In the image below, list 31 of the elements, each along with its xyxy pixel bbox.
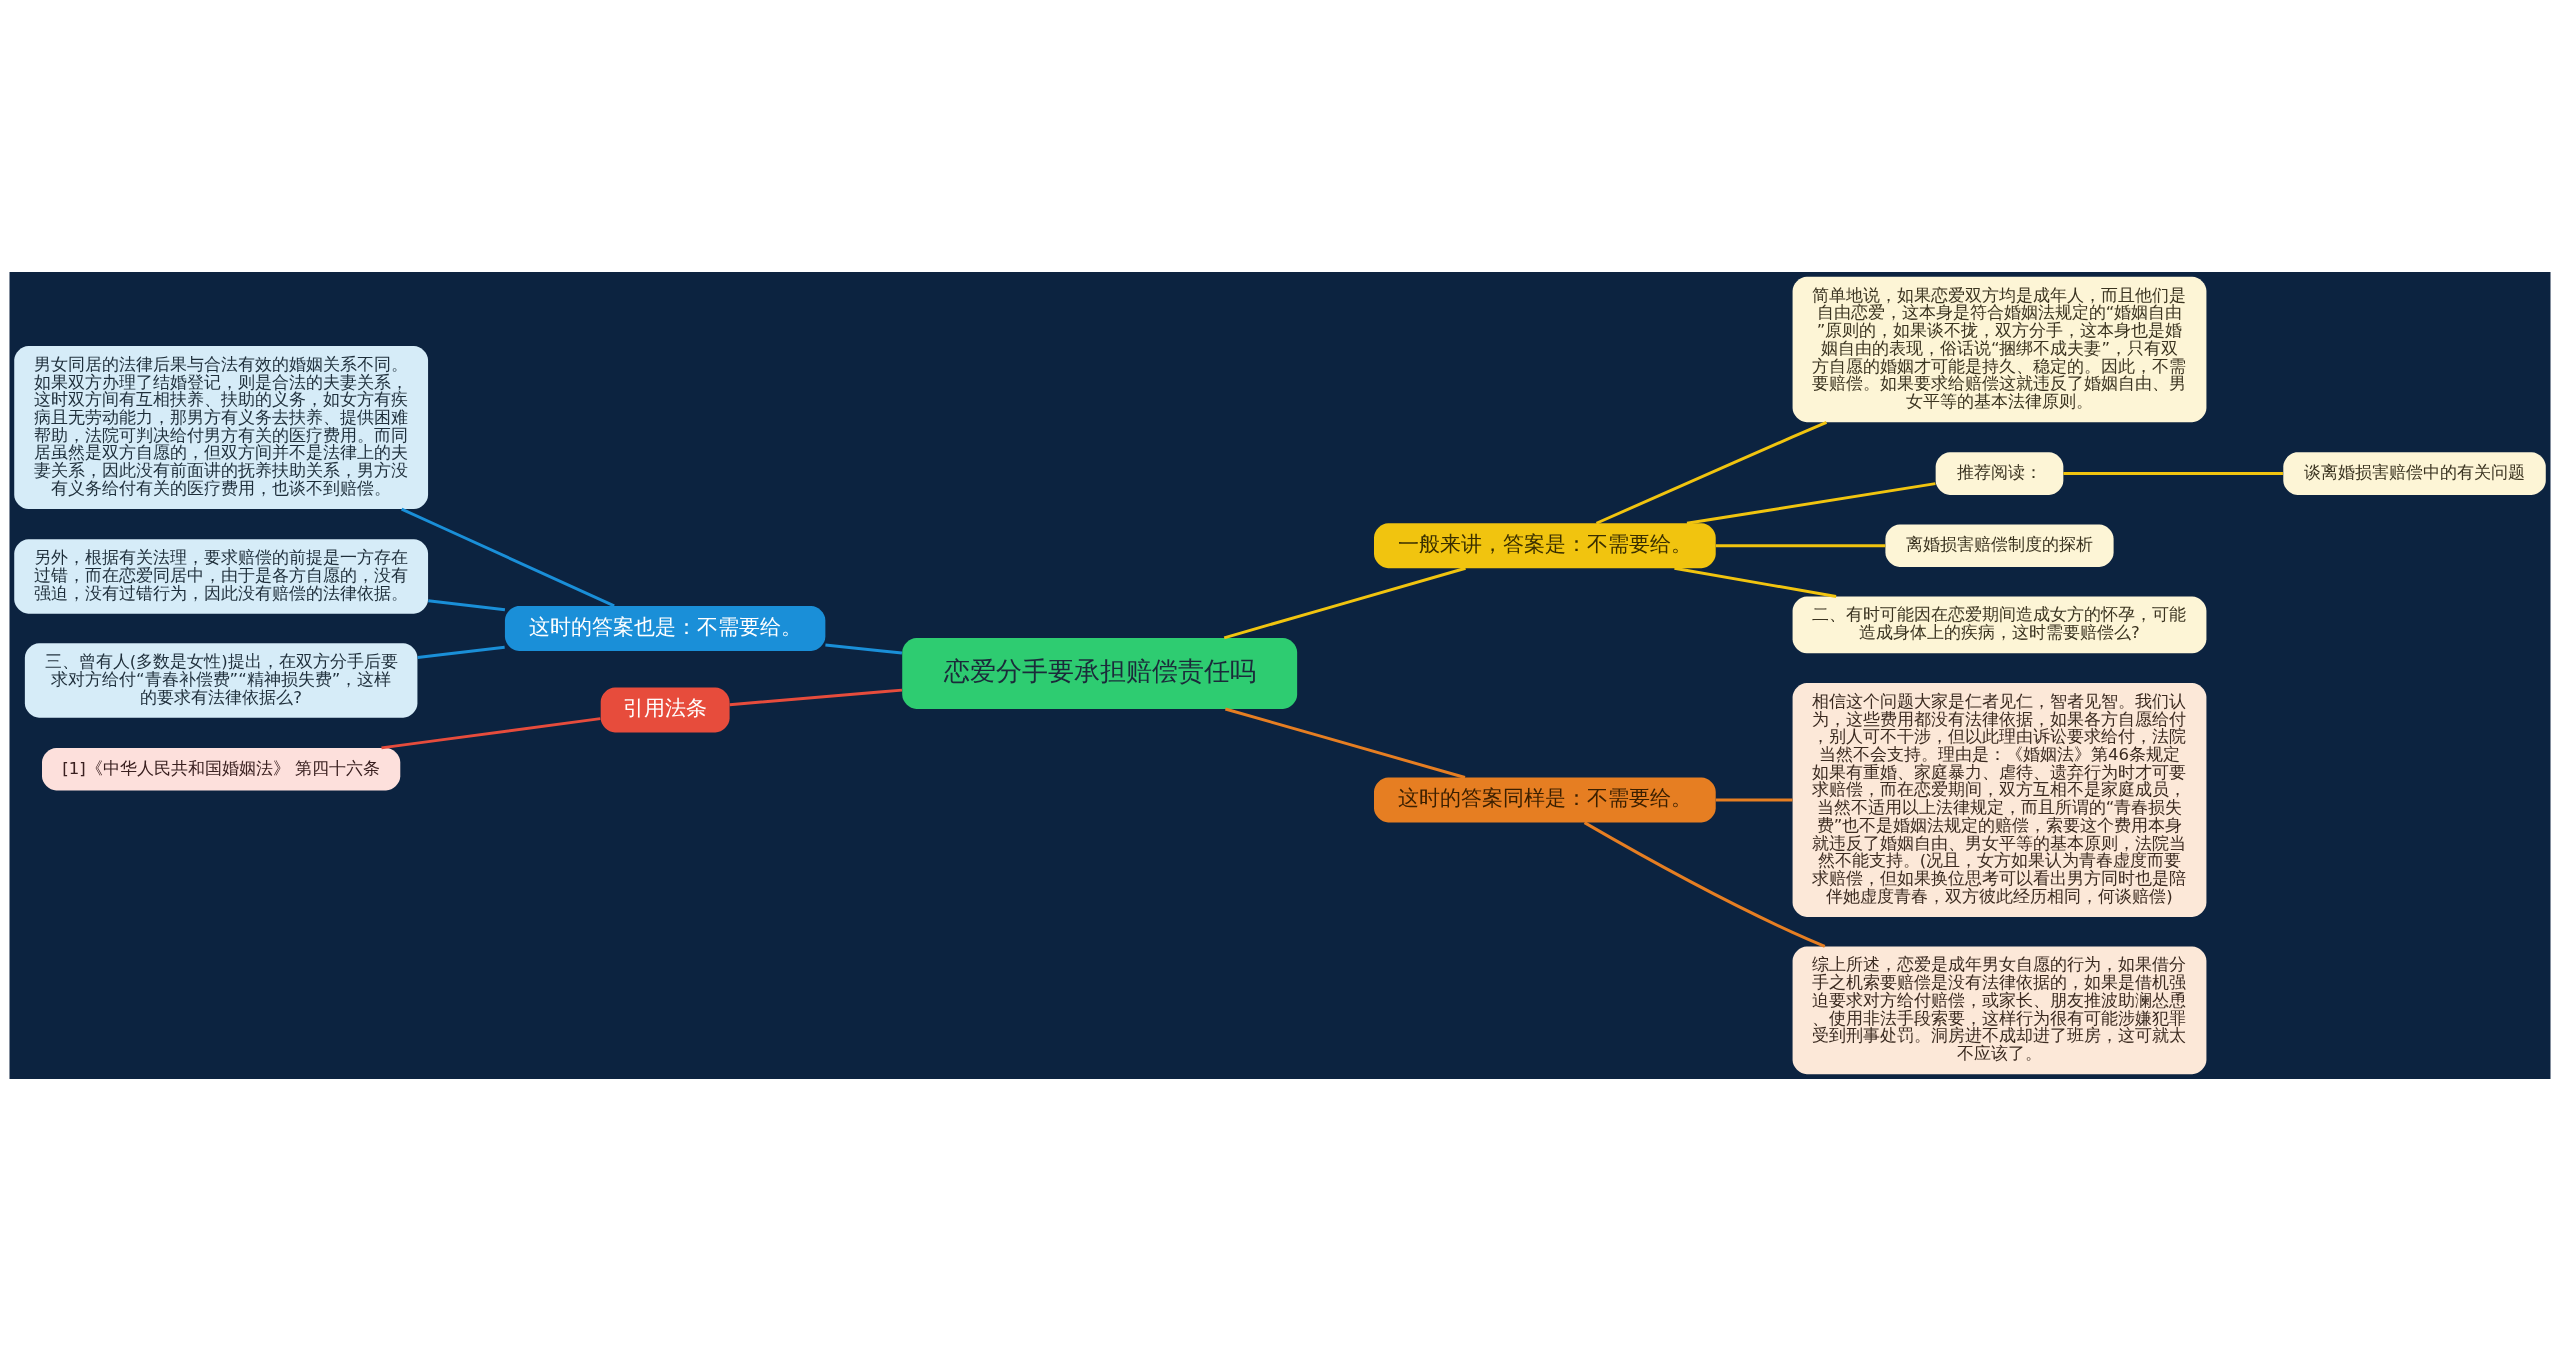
node-box: 推荐阅读：: [1935, 452, 2064, 495]
connector: [401, 507, 615, 608]
node-box: 谈离婚损害赔偿中的有关问题: [2283, 452, 2546, 495]
node-box: 恋爱分手要承担赔偿责任吗: [902, 637, 1298, 709]
connector: [1686, 482, 1936, 525]
connector: [1715, 798, 1793, 802]
node-box: 离婚损害赔偿制度的探析: [1885, 524, 2114, 567]
node-box: 另外，根据有关法理，要求赔偿的前提是一方存在过错，而在恋爱同居中，由于是各方自愿的，没有强迫，没有过错行为，因此没有赔偿的法律依据。: [14, 539, 429, 614]
connector: [428, 599, 506, 612]
node-box: 男女同居的法律后果与合法有效的婚姻关系不同。如果双方办理了结婚登记，则是合法的夫妻关系，这时双方间有互相扶养、扶助的义务，如女方有疾病且无劳动能力，那男方有义务去扶养、提供困难帮助，法院可判决给付男方有关的医疗费用。而同居虽然是双方自愿的，但双方间并不是法律上的夫妻关系，因此没有前面讲的抚养扶助关系，男方没有义务给付有关的医疗费用，也谈不到赔偿。: [14, 345, 429, 510]
node-box: 三、曾有人(多数是女性)提出，在双方分手后要求对方给付“青春补偿费”“精神损失费”，这样的要求有法律依据么?: [24, 643, 418, 718]
node-box: 这时的答案同样是：不需要给。: [1374, 777, 1716, 823]
node-box: 引用法条: [600, 687, 730, 733]
node-box: 简单地说，如果恋爱双方均是成年人，而且他们是自由恋爱，这本身是符合婚姻法规定的“婚姻自由”原则的，如果谈不拢，双方分手，这本身也是婚姻自由的表现，俗话说“捆绑不成夫妻”，只有双方自愿的婚姻才可能是持久、稳定的。因此，不需要赔偿。如果要求给赔偿这就违反了婚姻自由、男女平等的基本法律原则。: [1792, 276, 2207, 423]
node-box: 这时的答案也是：不需要给。: [504, 606, 826, 651]
node-box: 一般来讲，答案是：不需要给。: [1374, 523, 1716, 569]
node-box: 综上所述，恋爱是成年男女自愿的行为，如果借分手之机索要赔偿是没有法律依据的，如果是借机强迫要求对方给付赔偿，或家长、朋友推波助澜怂恿、使用非法手段索要，这样行为很有可能涉嫌犯罪受到刑事处罚。洞房进不成却进了班房，这可就太不应该了。: [1792, 946, 2207, 1075]
connector: [1225, 707, 1466, 779]
connector: [2063, 472, 2283, 476]
node-box: [1]《中华人民共和国婚姻法》 第四十六条: [42, 747, 401, 791]
connector: [417, 645, 505, 659]
connector: [1595, 420, 1828, 525]
connector: [1223, 566, 1466, 640]
connector: [729, 688, 903, 707]
node-box: 二、有时可能因在恋爱期间造成女方的怀孕，可能造成身体上的疾病，这时需要赔偿么?: [1792, 596, 2207, 654]
connector: [825, 643, 903, 655]
node-box: 相信这个问题大家是仁者见仁，智者见智。我们认为，这些费用都没有法律依据，如果各方自愿给付，别人可不干涉，但以此理由诉讼要求给付，法院当然不会支持。理由是：《婚姻法》第46条规定如果有重婚、家庭暴力、虐待、遗弃行为时才可要求赔偿，而在恋爱期间，双方互相不是家庭成员，当然不适用以上法律规定，而且所谓的“青春损失费”也不是婚姻法规定的赔偿，索要这个费用本身就违反了婚姻自由、男女平等的基本原则，法院当然不能支持。(况且，女方如果认为青春虚度而要求赔偿，但如果换位思考可以看出男方同时也是陪伴她虚度青春，双方彼此经历相同，何谈赔偿): [1792, 682, 2207, 917]
connector: [381, 717, 601, 750]
connector: [1674, 566, 1837, 598]
connector: [1583, 821, 1826, 948]
connector: [1715, 544, 1886, 548]
